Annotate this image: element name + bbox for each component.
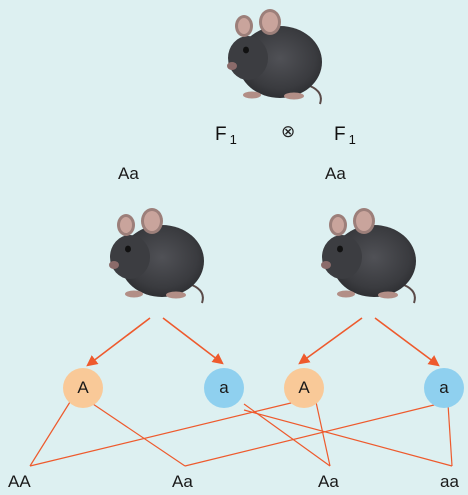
self-cross-symbol: ⊗: [281, 122, 296, 141]
combination-lines: [29, 401, 453, 467]
gamete-a-right: a: [424, 368, 464, 408]
line-a4-to-aa: [447, 403, 453, 467]
offspring-aa: aa: [440, 472, 459, 491]
gamete-A-right: A: [284, 368, 324, 408]
gamete-A-left: A: [63, 368, 103, 408]
generation-letter: F: [334, 124, 346, 145]
arrow-left-to-A: [86, 317, 151, 367]
generation-subscript: 1: [348, 132, 356, 147]
line-A3-to-AA: [29, 401, 296, 467]
gamete-a-left: a: [204, 368, 244, 408]
line-A1-to-Aa-left: [89, 401, 186, 467]
line-a2-to-aa: [243, 409, 453, 467]
right-parent-mouse: [320, 207, 417, 304]
f1-parent-mouse: [226, 8, 323, 105]
arrow-right-to-a: [374, 317, 440, 367]
line-A1-to-AA: [29, 401, 71, 467]
offspring-Aa-right: Aa: [318, 472, 339, 491]
line-A3-to-Aa-right: [315, 401, 331, 467]
left-parent-mouse: [108, 207, 205, 304]
generation-letter: F: [215, 124, 227, 145]
parent-genotype-right: Aa: [325, 164, 346, 183]
offspring-Aa-left: Aa: [172, 472, 193, 491]
offspring-AA: AA: [8, 472, 31, 491]
arrow-left-to-a: [162, 317, 224, 365]
line-a4-to-Aa-left: [184, 403, 439, 467]
parent-genotype-left: Aa: [118, 164, 139, 183]
generation-subscript: 1: [229, 132, 237, 147]
arrow-right-to-A: [298, 317, 363, 365]
